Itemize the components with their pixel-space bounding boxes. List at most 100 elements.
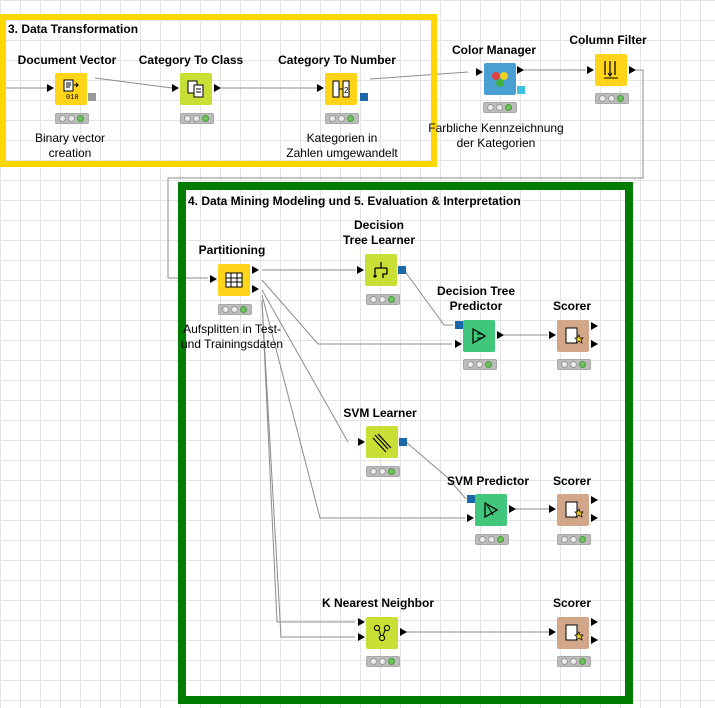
predictor-icon: [484, 501, 499, 519]
node-scorer[interactable]: [557, 494, 589, 526]
title-text: Decision Tree Predictor: [436, 284, 516, 313]
output-port-model[interactable]: [360, 93, 368, 101]
input-port[interactable]: [357, 266, 364, 274]
node-column-filter[interactable]: [595, 54, 627, 86]
input-port[interactable]: [317, 84, 324, 92]
annotation-data-transformation: [0, 14, 437, 167]
status-traffic-light: [218, 304, 252, 315]
input-port[interactable]: [172, 84, 179, 92]
predictor-icon: [472, 327, 487, 345]
svg-text:010: 010: [66, 94, 79, 102]
status-traffic-light: [55, 113, 89, 124]
node-title-column-filter: Column Filter: [569, 33, 647, 47]
node-scorer[interactable]: [557, 617, 589, 649]
node-title-partitioning: Partitioning: [198, 243, 266, 257]
input-port[interactable]: [549, 505, 556, 513]
status-traffic-light: [557, 359, 591, 370]
wire-partition-svmpredictor: [261, 294, 465, 519]
input-port[interactable]: [476, 68, 483, 76]
status-traffic-light: [366, 466, 400, 477]
annotation-modeling-evaluation: [178, 182, 633, 704]
label-line: Kategorien in Zahlen umgewandelt: [286, 131, 398, 160]
output-port-first[interactable]: [591, 496, 598, 504]
node-title-svm-predictor: SVM Predictor: [446, 474, 530, 488]
node-svm-learner[interactable]: [366, 426, 398, 458]
color-palette-icon: [492, 72, 508, 87]
svm-icon: [372, 433, 392, 453]
wire-partition-svmlearner: [261, 289, 349, 443]
input-port[interactable]: [549, 331, 556, 339]
column-filter-icon: [604, 61, 618, 79]
output-port-second[interactable]: [591, 636, 598, 644]
input-port[interactable]: [467, 514, 474, 522]
svg-text:2: 2: [344, 86, 349, 95]
node-decision-tree-predictor[interactable]: [463, 320, 495, 352]
input-port-first[interactable]: [358, 618, 365, 626]
decision-tree-icon: [373, 262, 388, 278]
input-port[interactable]: [358, 438, 365, 446]
input-port-second[interactable]: [358, 633, 365, 641]
input-port-model[interactable]: [455, 321, 463, 329]
output-port-first[interactable]: [591, 618, 598, 626]
nearest-neighbor-icon: [373, 624, 391, 642]
node-label-color-manager: Farbliche Kennzeichnung der Kategorien: [428, 121, 563, 151]
wire-dtlearner-dtpredictor: [403, 269, 453, 326]
annotation-title-modeling: 4. Data Mining Modeling und 5. Evaluatio…: [188, 194, 521, 208]
output-port[interactable]: [517, 66, 524, 74]
title-text: Decision Tree Learner: [342, 218, 416, 247]
wire-partition-dtpredictor: [261, 279, 452, 345]
node-title-scorer: Scorer: [552, 596, 592, 610]
node-category-to-number[interactable]: 2: [325, 73, 357, 105]
output-port-first[interactable]: [591, 322, 598, 330]
label-line: Binary vector creation: [34, 131, 106, 160]
node-title-color-manager: Color Manager: [451, 43, 537, 57]
output-port-grey[interactable]: [88, 93, 96, 101]
input-port[interactable]: [587, 66, 594, 74]
node-scorer[interactable]: [557, 320, 589, 352]
output-port[interactable]: [497, 331, 504, 339]
output-port-second[interactable]: [591, 340, 598, 348]
status-traffic-light: [483, 102, 517, 113]
wire-partition-knn-1: [261, 299, 355, 623]
node-decision-tree-learner[interactable]: [365, 254, 397, 286]
node-title-category-to-number: Category To Number: [278, 53, 396, 67]
category-to-class-icon: [187, 80, 204, 98]
node-svm-predictor[interactable]: [475, 494, 507, 526]
output-port-second[interactable]: [591, 514, 598, 522]
node-color-manager[interactable]: [484, 63, 516, 95]
wire-svmlearner-svmpredictor: [405, 441, 467, 500]
status-traffic-light: [557, 656, 591, 667]
input-port[interactable]: [47, 84, 54, 92]
status-traffic-light: [180, 113, 214, 124]
node-title-document-vector: Document Vector: [17, 53, 117, 67]
output-port-model[interactable]: [398, 266, 406, 274]
wire-docvec-cat2class: [94, 77, 173, 89]
output-port-model[interactable]: [399, 438, 407, 446]
node-category-to-class[interactable]: [180, 73, 212, 105]
input-port[interactable]: [549, 628, 556, 636]
node-title-scorer: Scorer: [552, 299, 592, 313]
node-title-svm-learner: SVM Learner: [343, 406, 417, 420]
node-label-category-to-number: Kategorien in Zahlen umgewandelt: [286, 131, 397, 161]
partition-table-icon: [225, 272, 243, 288]
status-traffic-light: [475, 534, 509, 545]
output-port-first[interactable]: [252, 266, 259, 274]
node-title-dt-predictor: Decision Tree Predictor: [437, 284, 515, 314]
label-line: Aufsplitten in Test- und Trainingsdaten: [180, 322, 284, 351]
input-port-model[interactable]: [467, 495, 475, 503]
node-partitioning[interactable]: [218, 264, 250, 296]
output-port[interactable]: [629, 66, 636, 74]
output-port[interactable]: [509, 505, 516, 513]
input-port[interactable]: [455, 340, 462, 348]
document-vector-icon: 010: [63, 79, 80, 102]
output-port-second[interactable]: [252, 285, 259, 293]
input-port[interactable]: [210, 275, 217, 283]
output-port-color-model[interactable]: [517, 86, 525, 94]
output-port[interactable]: [214, 84, 221, 92]
node-document-vector[interactable]: 010: [55, 73, 87, 105]
output-port[interactable]: [400, 628, 407, 636]
category-to-number-icon: 2: [332, 80, 350, 98]
status-traffic-light: [366, 656, 400, 667]
node-k-nearest-neighbor[interactable]: [366, 617, 398, 649]
status-traffic-light: [325, 113, 359, 124]
